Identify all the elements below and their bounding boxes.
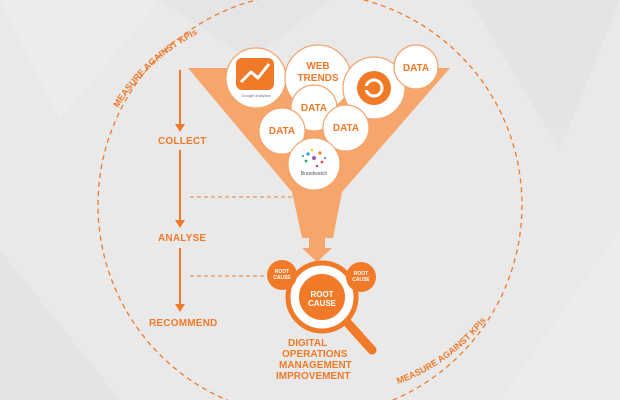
outcome-line2: OPERATIONS — [282, 349, 348, 360]
webtrends-icon — [357, 71, 391, 105]
magnifier-icon — [285, 260, 377, 355]
data-label-right: DATA — [332, 123, 360, 134]
outcome-label: DIGITAL OPERATIONS MANAGEMENT IMPROVEMEN… — [262, 338, 382, 382]
kpi-cycle-circle — [97, 0, 523, 400]
web-trends-line1: WEB — [306, 61, 330, 72]
root-cause-small-right: ROOT CAUSE — [347, 271, 375, 283]
process-arrows — [175, 70, 185, 312]
step-recommend: RECOMMEND — [149, 318, 218, 329]
data-label-left: DATA — [268, 126, 296, 137]
funnel-arrow — [302, 238, 332, 262]
root-cause-small-right-line2: CAUSE — [352, 277, 370, 283]
data-label-center: DATA — [300, 103, 328, 114]
outcome-line4: IMPROVEMENT — [276, 371, 351, 382]
root-cause-small-left-circle — [267, 260, 297, 290]
step-analyse: ANALYSE — [158, 233, 207, 244]
outcome-line1: DIGITAL — [288, 338, 328, 349]
web-trends-label: WEB TRENDS — [296, 61, 340, 85]
root-cause-main-line2: CAUSE — [307, 299, 336, 308]
root-cause-small-left-line2: CAUSE — [273, 275, 291, 281]
step-collect: COLLECT — [158, 136, 207, 147]
root-cause-main: ROOT CAUSE — [302, 290, 342, 308]
root-cause-small-left-line1: ROOT — [274, 269, 290, 275]
web-trends-line2: TRENDS — [297, 73, 339, 84]
data-label-top-right: DATA — [402, 63, 430, 74]
outcome-line3: MANAGEMENT — [279, 360, 352, 371]
brandwatch-icon — [302, 148, 326, 168]
root-cause-small-right-line1: ROOT — [353, 271, 369, 277]
root-cause-small-left: ROOT CAUSE — [268, 269, 296, 281]
kpi-label-bottom: MEASURE AGAINST KPIs — [395, 315, 488, 386]
google-analytics-caption: Google analytics — [241, 93, 271, 98]
root-cause-main-line1: ROOT — [310, 290, 334, 299]
root-cause-small-right-circle — [346, 262, 376, 292]
brandwatch-caption: Brandwatch — [300, 171, 328, 177]
google-analytics-icon — [236, 58, 274, 90]
